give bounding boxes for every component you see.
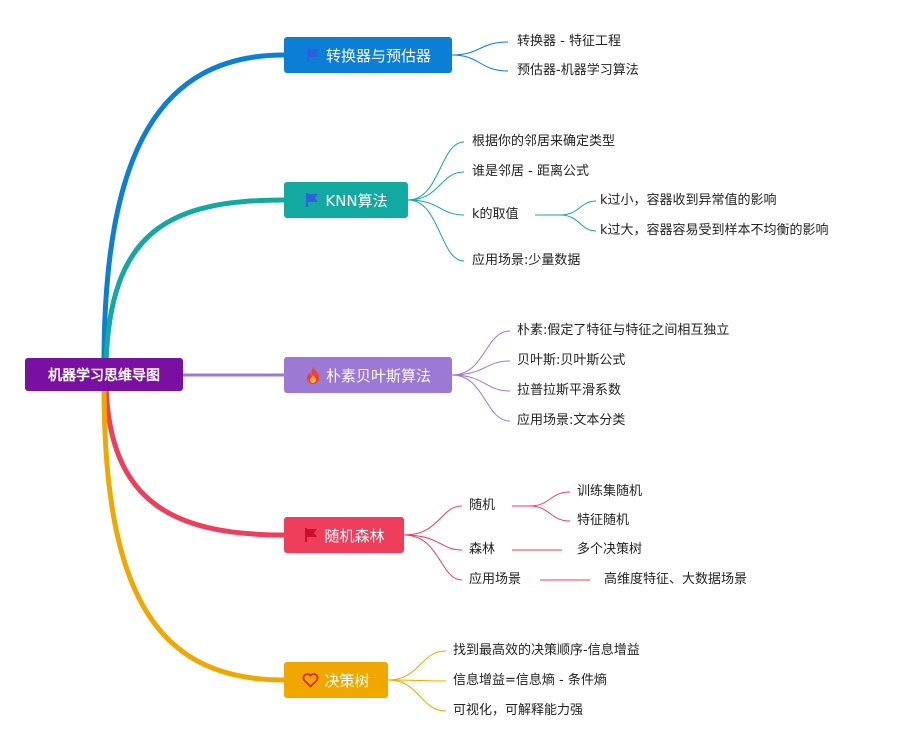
leaf-nb-2[interactable]: 贝叶斯:贝叶斯公式 [517, 353, 626, 368]
leaf-dt-2[interactable]: 信息增益=信息熵 - 条件熵 [453, 673, 607, 688]
flag-icon [305, 47, 321, 63]
branch-label: 转换器与预估器 [325, 46, 431, 65]
leaf-rf-high-dim[interactable]: 高维度特征、大数据场景 [604, 572, 748, 587]
leaf-knn-2[interactable]: 谁是邻居 - 距离公式 [472, 164, 589, 179]
leaf-nb-1[interactable]: 朴素:假定了特征与特征之间相互独立 [517, 323, 730, 338]
links-branch-3 [451, 330, 511, 422]
link-root-branch-1 [101, 52, 285, 365]
branch-label: 决策树 [324, 671, 370, 690]
root-node[interactable]: 机器学习思维导图 [25, 358, 183, 391]
branch-node-naive-bayes[interactable]: 朴素贝叶斯算法 [284, 357, 452, 393]
heart-icon [302, 672, 319, 688]
leaf-rf-multi-trees[interactable]: 多个决策树 [577, 542, 643, 557]
links-branch-2 [407, 141, 597, 262]
links-branch-1 [451, 41, 509, 72]
branch-label: 随机森林 [324, 526, 385, 545]
leaf-nb-3[interactable]: 拉普拉斯平滑系数 [517, 383, 622, 398]
leaf-rf-train-random[interactable]: 训练集随机 [577, 484, 643, 499]
flag-icon [303, 527, 319, 543]
leaf-nb-4[interactable]: 应用场景:文本分类 [517, 413, 626, 428]
branch-label: KNN算法 [325, 191, 388, 210]
leaf-knn-3[interactable]: k的取值 [472, 207, 519, 222]
leaf-knn-k-large[interactable]: k过大，容器容易受到样本不均衡的影响 [600, 223, 829, 238]
leaf-rf-random[interactable]: 随机 [469, 498, 496, 513]
link-root-branch-5 [101, 385, 285, 683]
root-label: 机器学习思维导图 [48, 367, 160, 384]
leaf-estimator[interactable]: 预估器-机器学习算法 [517, 63, 639, 78]
flag-icon [304, 192, 320, 208]
link-root-branch-4 [103, 385, 285, 538]
leaf-dt-3[interactable]: 可视化，可解释能力强 [453, 703, 584, 718]
fire-icon [305, 366, 321, 384]
links-branch-5 [387, 650, 447, 712]
leaf-knn-k-small[interactable]: k过小，容器收到异常值的影响 [600, 193, 777, 208]
leaf-knn-1[interactable]: 根据你的邻居来确定类型 [472, 134, 616, 149]
branch-node-transformer-estimator[interactable]: 转换器与预估器 [284, 37, 452, 73]
links-branch-4 [403, 491, 590, 581]
leaf-rf-forest[interactable]: 森林 [469, 542, 496, 557]
leaf-rf-feature-random[interactable]: 特征随机 [577, 513, 630, 528]
link-root-branch-2 [103, 197, 285, 365]
leaf-dt-1[interactable]: 找到最高效的决策顺序-信息增益 [453, 643, 640, 658]
leaf-knn-4[interactable]: 应用场景:少量数据 [472, 253, 581, 268]
branch-node-knn[interactable]: KNN算法 [284, 182, 408, 218]
branch-label: 朴素贝叶斯算法 [325, 366, 431, 385]
leaf-rf-scene[interactable]: 应用场景 [469, 572, 522, 587]
branch-node-random-forest[interactable]: 随机森林 [284, 517, 404, 553]
leaf-transformer[interactable]: 转换器 - 特征工程 [517, 34, 621, 49]
branch-node-decision-tree[interactable]: 决策树 [284, 662, 388, 698]
